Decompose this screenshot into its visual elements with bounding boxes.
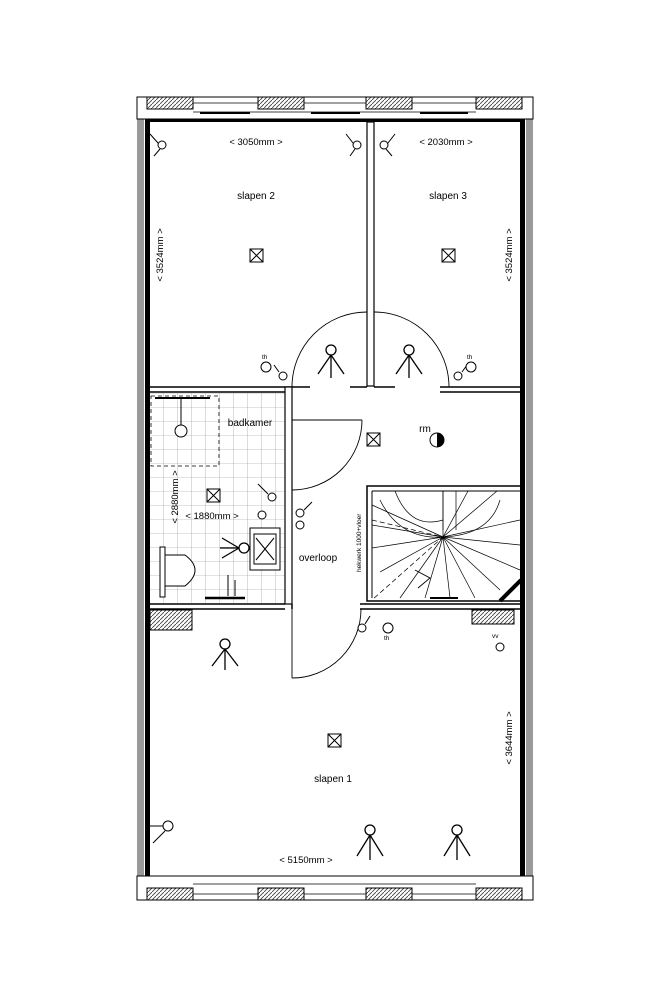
- interior-walls: [150, 121, 520, 610]
- railing-note: hekwerk 1000+vloer: [356, 513, 363, 572]
- washbasin: [249, 527, 281, 571]
- room-label-slapen-3: slapen 3: [429, 191, 467, 202]
- door-slapen2: [291, 311, 368, 388]
- door-slapen1: [291, 608, 362, 679]
- dimension-slapen-2-width: < 3050mm >: [229, 137, 283, 148]
- room-label-overloop: overloop: [299, 553, 338, 564]
- dimension-bath-depth: < 2880mm >: [170, 470, 181, 524]
- dimension-slapen-1-width: < 5150mm >: [279, 855, 333, 866]
- dimension-slapen-1-depth: < 3644mm >: [504, 711, 515, 765]
- thermostat-label: th: [467, 354, 473, 361]
- room-label-slapen-1: slapen 1: [314, 774, 352, 785]
- shower-fixture: [155, 397, 210, 438]
- dimension-left-depth: < 3524mm >: [155, 228, 166, 282]
- door-bathroom: [291, 419, 363, 491]
- dimension-slapen-3-width: < 2030mm >: [419, 137, 473, 148]
- room-label-rm: rm: [419, 424, 431, 435]
- ceiling-light-icon: [206, 248, 456, 748]
- switch-icon: [149, 133, 505, 844]
- top-window-facade: [136, 96, 534, 120]
- thermostat-label: th: [384, 635, 390, 642]
- bath-hatch: [149, 609, 515, 631]
- shower-area: [150, 395, 220, 467]
- dimension-right-depth: < 3524mm >: [504, 228, 515, 282]
- room-label-slapen-2: slapen 2: [237, 191, 275, 202]
- thermostat-icon: [260, 361, 477, 634]
- dimension-bath-width: < 1880mm >: [185, 511, 239, 522]
- wall-light-icon: [211, 344, 471, 860]
- radiator-bath: [205, 575, 245, 600]
- door-slapen3: [373, 311, 450, 388]
- toilet: [159, 546, 196, 598]
- bottom-window-facade: [136, 875, 534, 901]
- side-cladding: [137, 118, 533, 898]
- staircase: [366, 485, 523, 603]
- thermostat-label: th: [262, 354, 268, 361]
- smoke-detector-icon: [429, 432, 445, 448]
- room-label-badkamer: badkamer: [228, 418, 273, 429]
- socket-label: vv: [492, 633, 499, 640]
